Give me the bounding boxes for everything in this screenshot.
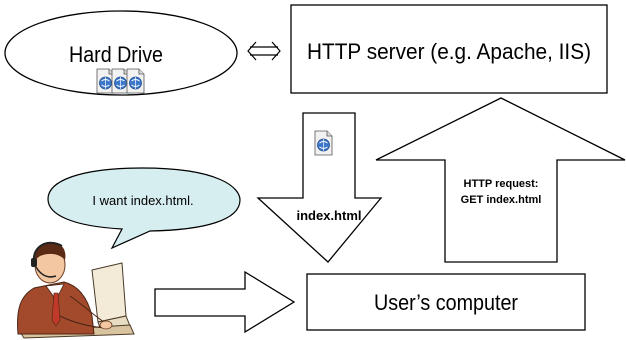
right-arrow-shape xyxy=(154,270,296,334)
html-file-icon xyxy=(96,68,145,94)
hard-drive-label: Hard Drive xyxy=(69,42,163,67)
request-arrow-line1: HTTP request: xyxy=(464,178,539,190)
request-arrow-line2: GET index.html xyxy=(461,194,542,206)
hard-drive-node: Hard Drive xyxy=(4,10,238,96)
html-file-icon xyxy=(314,130,333,156)
http-server-box xyxy=(290,4,608,94)
speech-bubble: I want index.html. xyxy=(47,167,241,250)
users-computer-node: User’s computer xyxy=(306,273,586,331)
speech-bubble-text: I want index.html. xyxy=(92,193,193,208)
speech-bubble-shape xyxy=(47,167,241,250)
response-arrow: index.html xyxy=(256,112,383,263)
http-server-label: HTTP server (e.g. Apache, IIS) xyxy=(307,39,591,64)
users-computer-label: User’s computer xyxy=(374,290,518,315)
response-arrow-shape xyxy=(256,112,383,263)
response-arrow-label: index.html xyxy=(296,208,361,223)
http-server-node: HTTP server (e.g. Apache, IIS) xyxy=(290,4,608,94)
request-arrow-shape xyxy=(375,97,626,263)
hard-drive-ellipse xyxy=(4,10,238,96)
person-at-computer-clipart xyxy=(17,241,135,339)
request-arrow: HTTP request: GET index.html xyxy=(375,97,626,263)
right-arrow xyxy=(154,270,296,334)
users-computer-box xyxy=(306,273,586,331)
double-arrow-icon xyxy=(247,41,281,61)
